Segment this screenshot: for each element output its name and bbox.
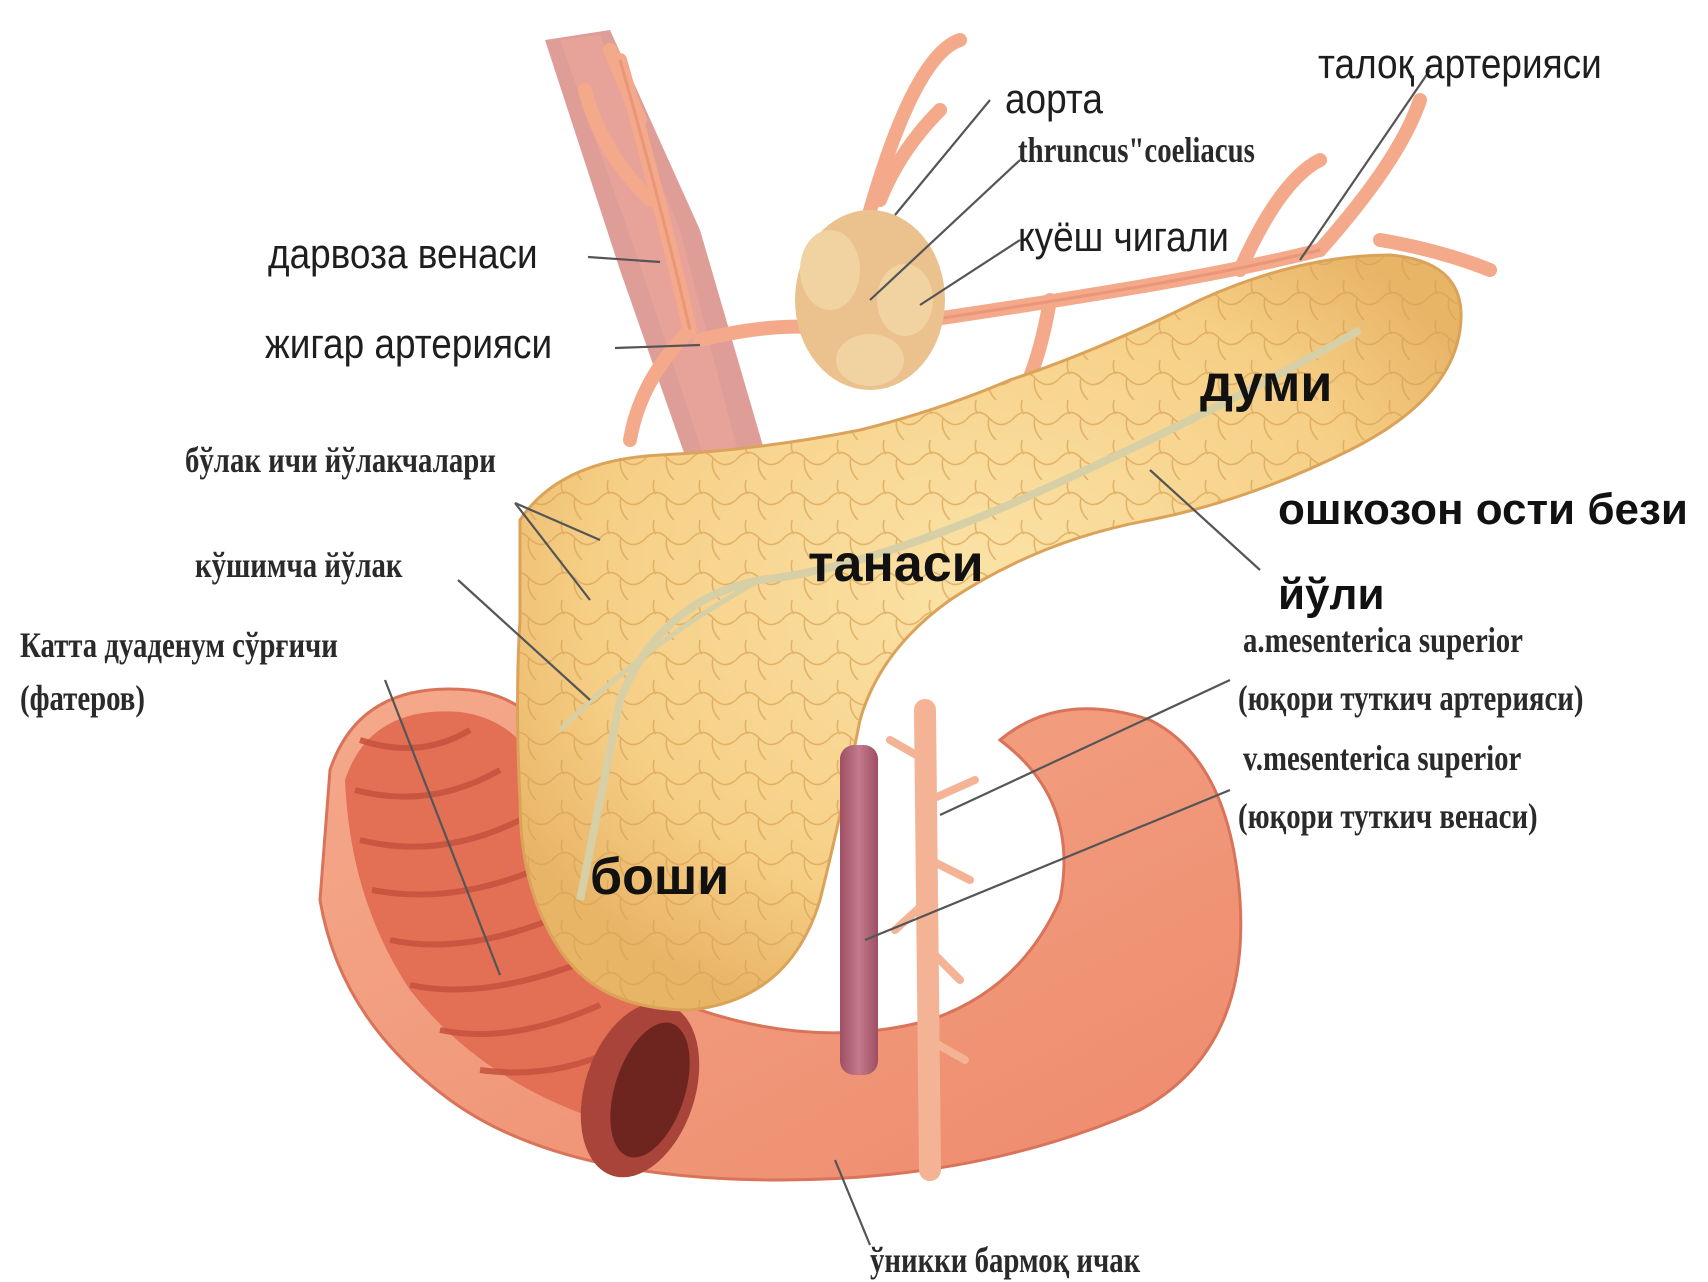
- smv-shape: [840, 745, 878, 1075]
- label-body: танаси: [808, 535, 984, 595]
- label-papilla-line1: Катта дуаденум сўрғичи: [20, 625, 338, 666]
- label-liver-artery: жигар артерияси: [265, 320, 552, 368]
- label-sma-line2: (юқори туткич артерияси): [1238, 678, 1583, 719]
- label-truncus-coeliacus: thruncus"coeliacus: [1018, 130, 1255, 171]
- label-accessory-duct: кўшимча йўлак: [195, 545, 403, 586]
- label-pancreatic-duct-line2: йўли: [1278, 570, 1385, 621]
- label-head: боши: [590, 848, 729, 908]
- label-sma-line1: a.mesenterica superior: [1243, 620, 1523, 661]
- label-tail: думи: [1200, 355, 1332, 415]
- sma-shape: [925, 710, 930, 1170]
- label-lobular-ducts: бўлак ичи йўлакчалари: [185, 440, 496, 481]
- label-aorta: аорта: [1005, 75, 1103, 123]
- label-smv-line2: (юқори туткич венаси): [1238, 796, 1538, 837]
- label-portal-vein: дарвоза венаси: [268, 230, 538, 278]
- label-solar-plexus: куёш чигали: [1018, 213, 1229, 261]
- label-smv-line1: v.mesenterica superior: [1243, 738, 1521, 779]
- label-papilla-line2: (фатеров): [20, 678, 145, 719]
- label-spleen-artery: талоқ артерияси: [1318, 40, 1602, 88]
- label-pancreatic-duct-line1: ошкозон ости бези: [1278, 485, 1688, 536]
- label-duodenum: ўникки бармоқ ичак: [870, 1240, 1140, 1281]
